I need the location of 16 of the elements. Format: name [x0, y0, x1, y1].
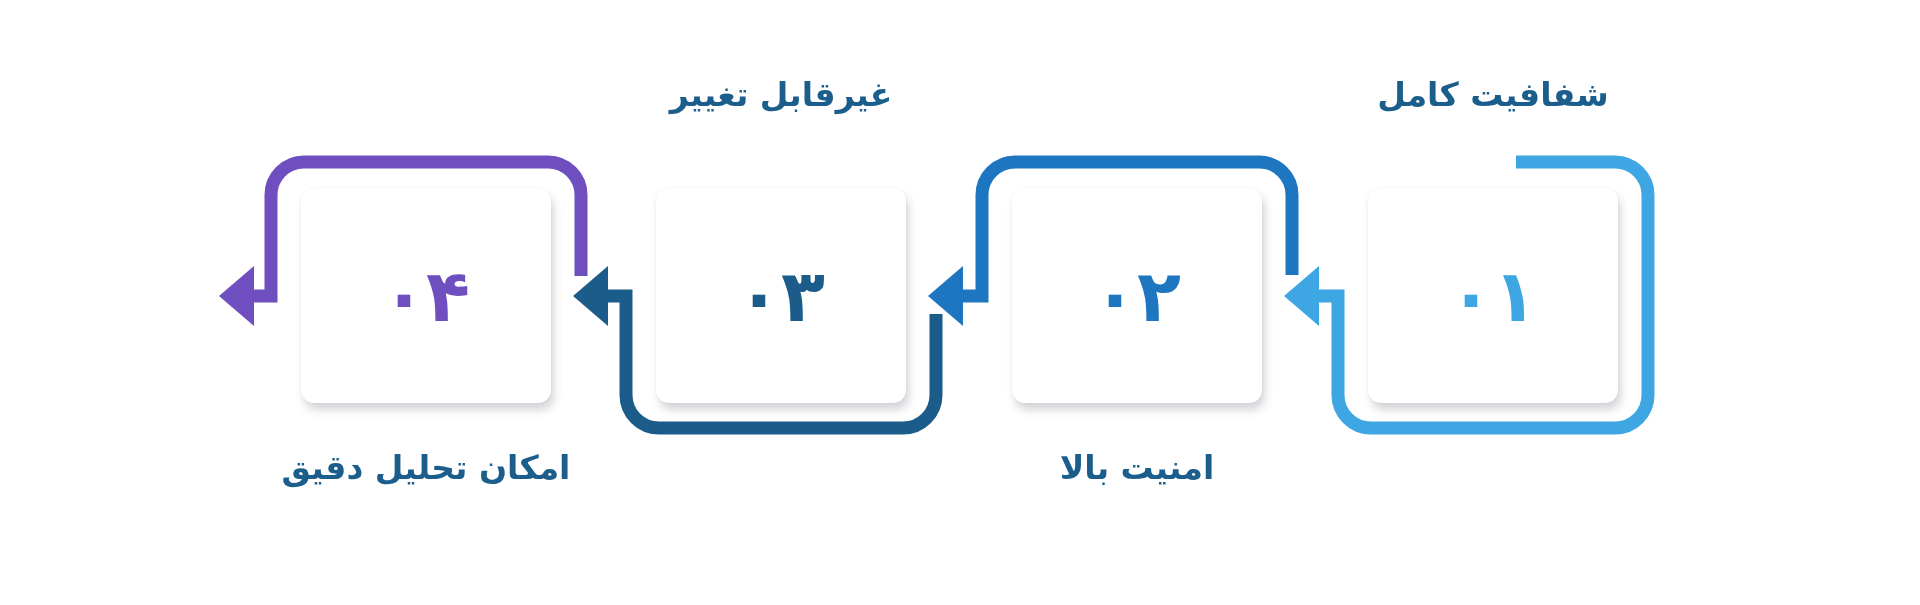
step-title: امکان تحلیل دقیق [281, 449, 571, 487]
step-number: ۰۱ [1449, 259, 1537, 332]
step-title: شفافیت کامل [1377, 76, 1609, 114]
step-card [656, 188, 906, 403]
connector-arrow [1284, 155, 1655, 435]
step-number: ۰۲ [1093, 259, 1181, 332]
connector-arrow [573, 266, 943, 435]
step-number: ۰۳ [737, 259, 825, 332]
step-card [1012, 188, 1262, 403]
step-title: امنیت بالا [1059, 449, 1215, 487]
step-title: غیرقابل تغییر [669, 76, 893, 114]
step-number: ۰۴ [382, 259, 470, 332]
step-card [1368, 188, 1618, 403]
connector-arrow [928, 155, 1299, 326]
connector-arrow [219, 155, 588, 326]
step-card [301, 188, 551, 403]
